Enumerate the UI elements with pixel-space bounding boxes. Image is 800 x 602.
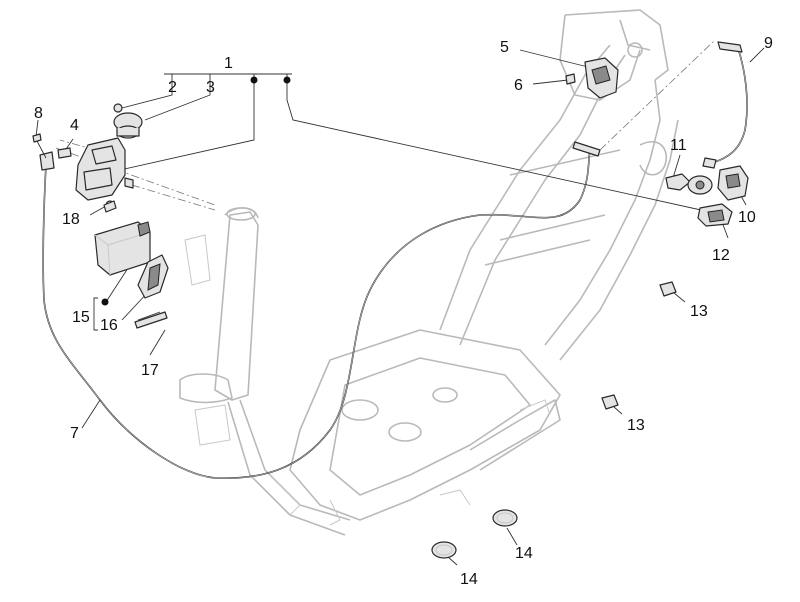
part-11-clip [665,173,691,191]
part-14-clamp [431,509,518,559]
part-16-cover [137,254,169,299]
alignment-lines [55,39,716,211]
callout-14: 14 [515,545,533,562]
callout-17: 17 [141,362,159,379]
callout-13: 13 [690,303,708,320]
part-8-screw [32,133,47,159]
cable-7 [39,141,601,480]
callout-4: 4 [70,117,79,134]
part-3-cap [113,112,143,139]
group-dot [250,76,258,84]
saddle-lock-actuator [75,137,134,210]
callout-11: 11 [670,137,687,154]
part-10-knob [717,165,749,201]
part-12-key [697,203,733,227]
scooter-frame [179,9,679,536]
callout-1: 1 [224,55,233,72]
part-5-latch [584,57,619,99]
callout-5: 5 [500,39,509,56]
part-4-pin [57,147,72,159]
callout-18: 18 [62,211,80,228]
part-15-control-unit [94,221,151,276]
part-6-screw [565,73,576,85]
callout-16: 16 [100,317,118,334]
group-dot [101,298,109,306]
leader-lines [35,47,765,566]
callout-10: 10 [738,209,756,226]
part-18-screw [103,200,117,213]
callout-7: 7 [70,425,79,442]
part-17-tie [134,311,168,329]
callout-6: 6 [514,77,523,94]
callout-3: 3 [206,79,215,96]
callout-2: 2 [168,79,177,96]
group-dot [283,76,291,84]
callout-13: 13 [627,417,645,434]
callout-8: 8 [34,105,43,122]
callout-12: 12 [712,247,730,264]
part-13-plug [601,281,677,410]
cable-9 [702,41,748,169]
part-2-screw [113,103,123,113]
part-lock-cylinder [687,175,713,195]
callout-14: 14 [460,571,478,588]
callout-9: 9 [764,35,773,52]
callout-15: 15 [72,309,90,326]
